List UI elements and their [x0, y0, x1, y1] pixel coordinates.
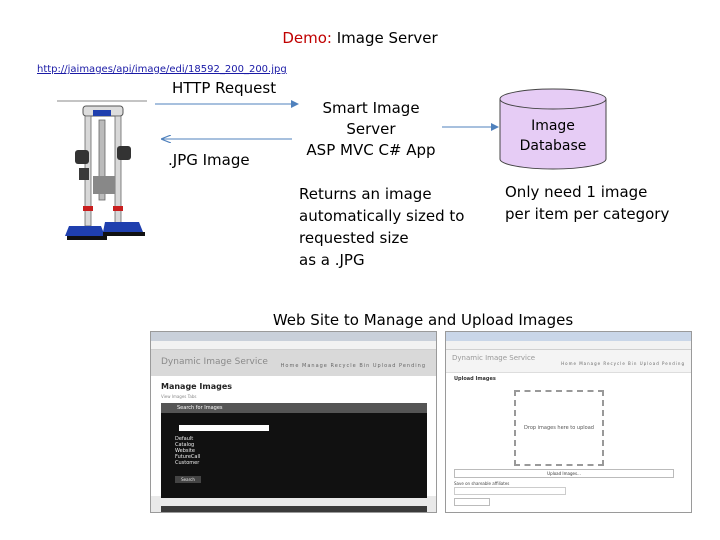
upload-field: Upload Images...	[454, 469, 674, 478]
only-line-2: per item per category	[505, 205, 670, 223]
title-rest: Image Server	[331, 29, 438, 47]
upload-heading: Upload Images	[454, 376, 496, 382]
manage-subheading: View Images Tabs	[161, 394, 197, 399]
category-list: Default Catalog Website FutureCall Custo…	[175, 436, 200, 466]
server-line-3: ASP MVC C# App	[306, 141, 436, 159]
category-item: Customer	[175, 460, 200, 466]
category-item: FutureCall	[175, 454, 201, 460]
site-header: Dynamic Image Service Home Manage Recycl…	[446, 350, 691, 373]
smart-image-server-box: Smart Image Server ASP MVC C# App	[300, 98, 442, 168]
returns-line-4: as a .JPG	[299, 251, 365, 269]
only-line-1: Only need 1 image	[505, 183, 648, 201]
done-button	[454, 498, 490, 506]
search-input	[179, 425, 269, 431]
results-header-bar	[161, 506, 427, 512]
category-item: Website	[175, 448, 195, 454]
manage-heading: Manage Images	[161, 382, 233, 391]
database-label: Image Database	[500, 116, 606, 156]
upload-caption: Save on shareable affiliates	[454, 481, 510, 486]
site-brand: Dynamic Image Service	[161, 357, 268, 367]
browser-tabs	[151, 332, 436, 341]
manage-body: Manage Images View Images Tabs Search fo…	[151, 376, 436, 498]
category-tabs	[454, 487, 566, 495]
browser-tabs	[446, 332, 691, 341]
search-panel: Search for Images Default Catalog Websit…	[161, 403, 427, 498]
database-cylinder	[499, 88, 607, 170]
site-nav: Home Manage Recycle Bin Upload Pending	[561, 361, 685, 366]
only-need-description: Only need 1 image per item per category	[505, 181, 669, 225]
site-header: Dynamic Image Service Home Manage Recycl…	[151, 350, 436, 376]
product-photo-stilts-icon	[57, 100, 147, 240]
category-item: Catalog	[175, 442, 195, 448]
returns-line-1: Returns an image	[299, 185, 432, 203]
upload-images-screenshot: Dynamic Image Service Home Manage Recycl…	[445, 331, 692, 513]
search-panel-title: Search for Images	[161, 403, 427, 413]
request-url-link[interactable]: http://jaimages/api/image/edi/18592_200_…	[37, 64, 287, 75]
site-nav: Home Manage Recycle Bin Upload Pending	[280, 363, 426, 369]
jpg-image-label: .JPG Image	[168, 151, 250, 169]
database-line-2: Database	[519, 138, 587, 154]
returns-description: Returns an image automatically sized to …	[299, 183, 464, 271]
returns-line-2: automatically sized to	[299, 207, 465, 225]
server-line-2: Server	[346, 120, 396, 138]
drop-zone: Drop images here to upload	[514, 390, 604, 466]
browser-address-bar	[151, 341, 436, 350]
title-prefix: Demo:	[282, 29, 332, 47]
manage-caption: Web Site to Manage and Upload Images	[272, 311, 574, 329]
http-request-label: HTTP Request	[172, 79, 277, 97]
manage-images-screenshot: Dynamic Image Service Home Manage Recycl…	[150, 331, 437, 513]
page-title: Demo: Image Server	[0, 29, 720, 47]
database-line-1: Image	[531, 118, 575, 134]
search-button: Search	[175, 476, 201, 483]
server-line-1: Smart Image	[322, 99, 420, 117]
browser-address-bar	[446, 341, 691, 350]
returns-line-3: requested size	[299, 229, 409, 247]
site-brand: Dynamic Image Service	[452, 354, 536, 362]
category-item: Default	[175, 436, 194, 442]
